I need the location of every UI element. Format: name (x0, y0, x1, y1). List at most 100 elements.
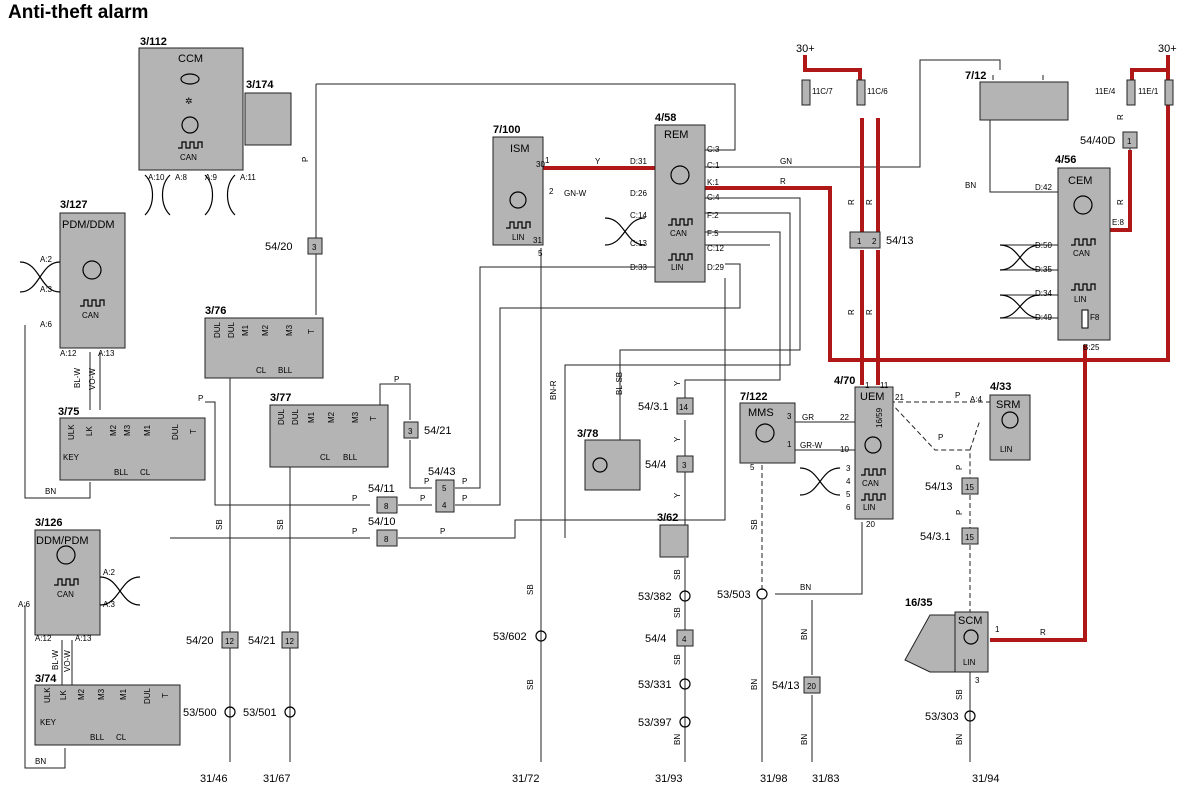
can-rem: CAN (670, 229, 687, 238)
pin-ddm-a6: A:6 (18, 600, 31, 609)
comp-uem (854, 386, 894, 520)
id-16-35: 16/35 (905, 597, 933, 609)
lbl-m3-376: M3 (285, 324, 294, 336)
lbl-r-6: R (1116, 199, 1125, 205)
lbl-p-1: P (301, 157, 310, 162)
lbl-dul-377a: DUL (277, 408, 286, 425)
lbl-p-3: P (394, 375, 399, 384)
lbl-gn: GN (780, 157, 792, 166)
pin-pdm-a13: A:13 (98, 349, 115, 358)
lbl-sb-7: SB (673, 654, 682, 665)
ground-53-331: 53/331 (638, 679, 672, 691)
lbl-p-9: P (462, 494, 467, 503)
lbl-sb-1: SB (215, 519, 224, 530)
lbl-r-8: R (1040, 628, 1046, 637)
comp-mms (739, 402, 796, 464)
comp-3-78 (584, 439, 641, 491)
pin-rem-k1: K:1 (707, 178, 720, 187)
lin-cem: LIN (1074, 295, 1087, 304)
lbl-m2-377: M2 (327, 411, 336, 423)
pin-ism-31: 31 (533, 236, 542, 245)
pin-3c: 3 (682, 461, 687, 470)
lbl-bn-1: BN (45, 487, 56, 496)
key-375: KEY (63, 453, 80, 462)
lbl-bn-8: BN (955, 734, 964, 745)
id-3-75: 3/75 (58, 406, 79, 418)
pin-mms-5: 5 (750, 463, 755, 472)
svg-text:✲: ✲ (185, 96, 193, 106)
conn-54-21: 54/21 (424, 425, 452, 437)
id-3-127: 3/127 (60, 199, 88, 211)
fuse-11e4: 11E/4 (1095, 87, 1116, 96)
lbl-p-11: P (955, 391, 960, 400)
lbl-blsb: BL-SB (615, 372, 624, 395)
id-7-100: 7/100 (493, 124, 521, 136)
lbl-dul-376b: DUL (227, 321, 236, 338)
lbl-y-ism: Y (595, 157, 601, 166)
conn-54-40d: 54/40D (1080, 135, 1116, 147)
id-3-174: 3/174 (246, 79, 274, 91)
pin-mms-3: 3 (787, 412, 792, 421)
fuses (801, 79, 1174, 106)
comp-ism (492, 136, 544, 246)
pin-rem-d26: D:26 (630, 189, 647, 198)
can-uem: CAN (862, 479, 879, 488)
can-ccm: CAN (180, 153, 197, 162)
id-3-78: 3/78 (577, 428, 598, 440)
pin-8a: 8 (384, 502, 389, 511)
pin-rem-c1: C:1 (707, 161, 720, 170)
lbl-bnr: BN-R (549, 380, 558, 400)
ground-53-602: 53/602 (493, 631, 527, 643)
pin-ddm-a13: A:13 (75, 634, 92, 643)
term-31-93: 31/93 (655, 773, 683, 785)
fuse-11c6: 11C/6 (867, 87, 888, 96)
pin-uem-1: 1 (865, 381, 870, 390)
lbl-bn-7: BN (800, 734, 809, 745)
pin-pdm-a3: A:3 (40, 285, 53, 294)
lbl-blw-1: BL-W (73, 368, 82, 388)
text-labels: 3/112 CCM 3/174 3/127 PDM/DDM 3/75 3/126… (18, 36, 1177, 766)
pin-rem-c14: C:14 (630, 211, 647, 220)
pin-15a: 15 (965, 483, 974, 492)
lbl-y-1: Y (673, 380, 682, 386)
pin-mms-1: 1 (787, 440, 792, 449)
lbl-dul-376a: DUL (213, 321, 222, 338)
lin-rem: LIN (671, 263, 684, 272)
pin-uem-5: 5 (846, 490, 851, 499)
lbl-sb-3: SB (526, 584, 535, 595)
pin-8b: 8 (384, 535, 389, 544)
lbl-sb-9: SB (955, 689, 964, 700)
comp-pdm-127 (59, 212, 126, 349)
ground-53-503: 53/503 (717, 589, 751, 601)
comp-3-75 (59, 417, 206, 481)
lbl-sb-8: SB (750, 519, 759, 530)
lbl-sb-6: SB (673, 607, 682, 618)
lbl-dul-377b: DUL (291, 408, 300, 425)
pin-rem-c13: C:13 (630, 239, 647, 248)
lbl-m3-374: M3 (97, 688, 106, 700)
lbl-vow-1: VO-W (88, 368, 97, 390)
lbl-bn-3: BN (673, 734, 682, 745)
ground-53-397: 53/397 (638, 717, 672, 729)
comp-ccm: ✲ (138, 47, 244, 171)
lbl-r-5: R (865, 309, 874, 315)
can-ddm: CAN (57, 590, 74, 599)
lbl-p-12: P (938, 433, 943, 442)
lbl-p-8: P (462, 477, 467, 486)
pin-ccm-a11: A:11 (240, 173, 256, 182)
key-374: KEY (40, 718, 57, 727)
lbl-30-b: 30+ (1158, 43, 1177, 55)
pin-uem-11: 11 (880, 381, 889, 390)
lbl-cl-377: CL (320, 453, 331, 462)
pin-ccm-a10: A:10 (148, 173, 165, 182)
pin-rem-f2: F:2 (707, 211, 719, 220)
pin-2a: 2 (872, 237, 877, 246)
pin-1b: 1 (1127, 137, 1132, 146)
pin-uem-22: 22 (840, 413, 849, 422)
pin-rem-d29: D:29 (707, 263, 724, 272)
pin-scm-1: 1 (995, 625, 1000, 634)
pin-cem-e8: E:8 (1112, 218, 1125, 227)
connector-boxes: 54/20 3 54/21 3 54/11 8 54/10 8 54/43 5 … (186, 87, 1159, 694)
lbl-bn-5: BN (750, 679, 759, 690)
pin-pdm-a12: A:12 (60, 349, 77, 358)
